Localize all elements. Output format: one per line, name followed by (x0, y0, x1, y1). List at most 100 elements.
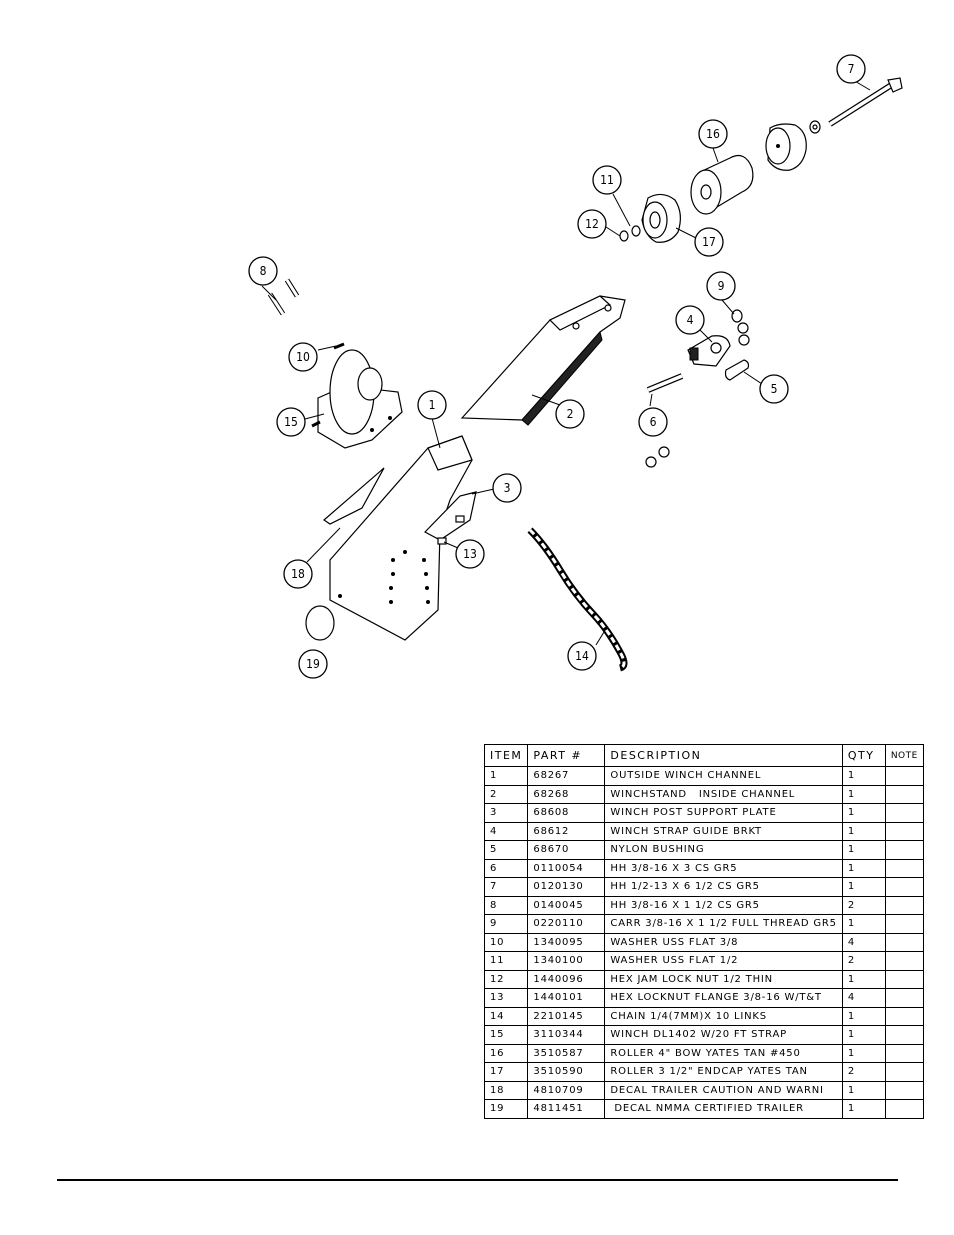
cell-part: 0110054 (527, 858, 606, 878)
part-locknuts-13 (437, 515, 465, 545)
callout-3: 3 (492, 473, 522, 503)
cell-part: 0140045 (527, 895, 606, 915)
svg-text:15: 15 (284, 415, 298, 429)
header-description: DESCRIPTION (604, 744, 843, 767)
cell-description: HH 3/8-16 X 3 CS GR5 (604, 858, 843, 878)
svg-text:16: 16 (706, 127, 720, 141)
cell-item: 9 (483, 914, 529, 934)
cell-note (884, 1043, 924, 1063)
part-washer-10 (333, 342, 345, 350)
cell-description: OUTSIDE WINCH CHANNEL (604, 766, 843, 786)
cell-item: 14 (483, 1006, 529, 1026)
cell-item: 18 (483, 1080, 529, 1100)
exploded-parts-diagram: 1 2 3 4 5 6 7 8 9 10 11 12 13 14 15 16 1… (248, 54, 903, 679)
cell-description: WINCHSTAND INSIDE CHANNEL (604, 784, 843, 804)
cell-part: 1440101 (527, 988, 606, 1008)
cell-item: 17 (483, 1062, 529, 1082)
cell-note (884, 988, 924, 1008)
part-bolts-8 (267, 278, 300, 316)
cell-description: WASHER USS FLAT 1/2 (604, 951, 843, 971)
part-washer-11 (631, 225, 641, 237)
cell-qty: 1 (841, 1006, 886, 1026)
cell-note (884, 821, 924, 841)
svg-text:13: 13 (463, 547, 477, 561)
part-bolt-7 (828, 77, 903, 127)
cell-note (884, 1080, 924, 1100)
cell-note (884, 1025, 924, 1045)
callout-6: 6 (638, 407, 668, 437)
cell-qty: 4 (841, 988, 886, 1008)
callout-4: 4 (675, 305, 705, 335)
part-outside-channel-1 (329, 435, 473, 641)
callout-5: 5 (759, 374, 789, 404)
cell-item: 19 (483, 1099, 529, 1119)
callout-1: 1 (417, 390, 447, 420)
cell-note (884, 766, 924, 786)
cell-qty: 1 (841, 1043, 886, 1063)
part-roller-17-upper (765, 123, 807, 171)
cell-part: 3510587 (527, 1043, 606, 1063)
cell-qty: 1 (841, 1080, 886, 1100)
svg-text:9: 9 (718, 279, 725, 293)
part-decal-18 (323, 467, 385, 525)
cell-part: 0120130 (527, 877, 606, 897)
callout-10: 10 (288, 342, 318, 372)
header-qty: QTY (841, 744, 886, 767)
svg-text:5: 5 (771, 382, 778, 396)
callout-7: 7 (836, 54, 866, 84)
svg-text:17: 17 (702, 235, 716, 249)
part-bolt-6 (645, 373, 684, 468)
callout-13: 13 (455, 539, 485, 569)
cell-qty: 1 (841, 969, 886, 989)
cell-part: 4810709 (527, 1080, 606, 1100)
svg-text:4: 4 (687, 313, 694, 327)
cell-item: 11 (483, 951, 529, 971)
callout-18: 18 (283, 559, 313, 589)
cell-item: 8 (483, 895, 529, 915)
callout-9: 9 (706, 271, 736, 301)
cell-description: HEX LOCKNUT FLANGE 3/8-16 W/T&T (604, 988, 843, 1008)
callout-19: 19 (298, 649, 328, 679)
svg-text:12: 12 (585, 217, 599, 231)
cell-part: 3110344 (527, 1025, 606, 1045)
cell-item: 2 (483, 784, 529, 804)
svg-text:14: 14 (575, 649, 589, 663)
cell-qty: 1 (841, 803, 886, 823)
cell-qty: 1 (841, 858, 886, 878)
cell-description: DECAL NMMA CERTIFIED TRAILER (604, 1099, 843, 1119)
cell-qty: 1 (841, 1099, 886, 1119)
cell-item: 15 (483, 1025, 529, 1045)
callout-2: 2 (555, 399, 585, 429)
svg-text:10: 10 (296, 350, 310, 364)
table-header-row: ITEM PART # DESCRIPTION QTY NOTE (483, 744, 924, 767)
cell-part: 1440096 (527, 969, 606, 989)
part-decal-19 (305, 605, 335, 641)
cell-qty: 2 (841, 895, 886, 915)
cell-note (884, 840, 924, 860)
part-bushing-5 (724, 359, 750, 381)
cell-part: 3510590 (527, 1062, 606, 1082)
cell-qty: 1 (841, 877, 886, 897)
cell-qty: 1 (841, 766, 886, 786)
cell-description: NYLON BUSHING (604, 840, 843, 860)
svg-text:18: 18 (291, 567, 305, 581)
cell-item: 12 (483, 969, 529, 989)
cell-item: 1 (483, 766, 529, 786)
cell-part: 68267 (527, 766, 606, 786)
header-item: ITEM (483, 744, 529, 767)
part-carriage-bolt-9 (731, 309, 750, 346)
cell-item: 5 (483, 840, 529, 860)
